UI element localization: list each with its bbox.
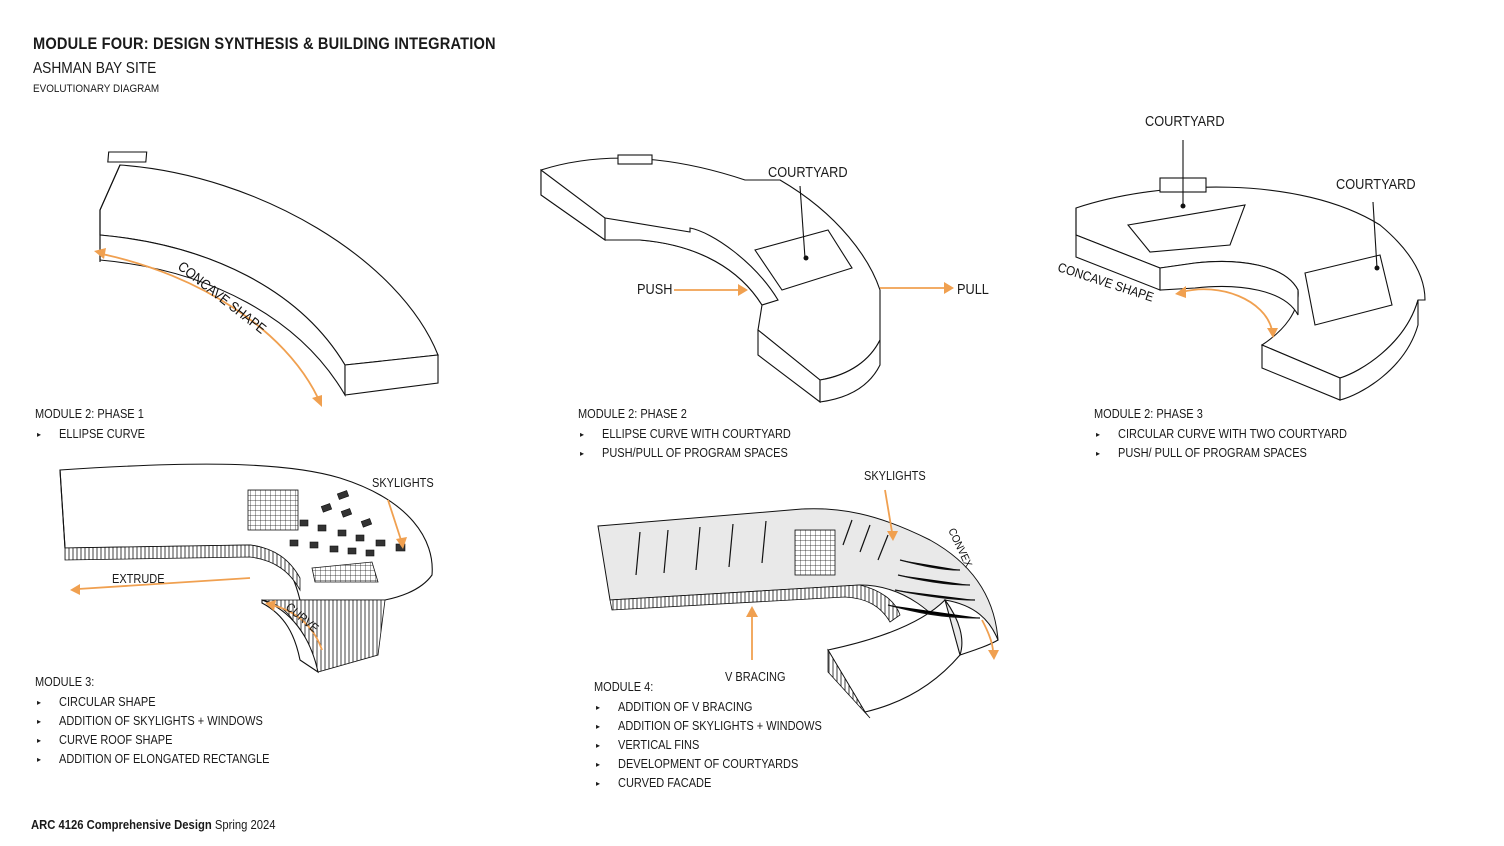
phase1-concave-arrow	[94, 248, 322, 407]
bullet-icon: ▸	[596, 741, 601, 750]
footer-term: Spring 2024	[214, 818, 276, 832]
phase1-heading: MODULE 2: PHASE 1	[35, 407, 144, 421]
module4-skylights-label: SKYLIGHTS	[864, 469, 926, 483]
bullet-icon: ▸	[37, 717, 42, 726]
phase1-massing	[99, 151, 439, 398]
bullet-icon: ▸	[596, 703, 601, 712]
module3-list: ▸CIRCULAR SHAPE ▸ADDITION OF SKYLIGHTS +…	[35, 693, 298, 769]
module4-massing	[597, 508, 999, 719]
bullet-icon: ▸	[37, 755, 42, 764]
module3-curve-arrow	[265, 600, 323, 651]
phase3-heading: MODULE 2: PHASE 3	[1094, 407, 1203, 421]
module3-extrude-arrow	[70, 577, 251, 595]
push-label: PUSH	[637, 281, 673, 298]
bullet-icon: ▸	[1096, 430, 1101, 439]
phase3-concave-arrow	[1175, 286, 1278, 338]
module3-skylights-leader	[387, 499, 407, 549]
list-item: ▸CURVE ROOF SHAPE	[35, 731, 298, 750]
phase3-list: ▸CIRCULAR CURVE WITH TWO COURTYARD ▸PUSH…	[1094, 425, 1378, 463]
phase2-massing	[540, 154, 881, 404]
phase2-list: ▸ELLIPSE CURVE WITH COURTYARD ▸PUSH/PULL…	[578, 425, 817, 463]
phase2-push-arrow	[674, 284, 748, 296]
bullet-icon: ▸	[580, 430, 585, 439]
bullet-icon: ▸	[37, 698, 42, 707]
bullet-icon: ▸	[37, 430, 42, 439]
phase3-courtyard-label-a: COURTYARD	[1145, 113, 1225, 130]
module3-skylights-label: SKYLIGHTS	[372, 476, 434, 490]
bullet-icon: ▸	[596, 722, 601, 731]
phase2-courtyard-leader	[799, 185, 809, 261]
list-item: ▸DEVELOPMENT OF COURTYARDS	[594, 755, 850, 774]
phase2-heading: MODULE 2: PHASE 2	[578, 407, 687, 421]
bullet-icon: ▸	[1096, 449, 1101, 458]
module4-heading: MODULE 4:	[594, 680, 654, 694]
bullet-icon: ▸	[596, 760, 601, 769]
list-item: ▸ADDITION OF ELONGATED RECTANGLE	[35, 750, 298, 769]
pull-label: PULL	[957, 281, 989, 298]
phase2-pull-arrow	[880, 282, 954, 294]
list-item: ▸PUSH/ PULL OF PROGRAM SPACES	[1094, 444, 1378, 463]
page-title: MODULE FOUR: DESIGN SYNTHESIS & BUILDING…	[33, 34, 496, 53]
phase2-courtyard-label: COURTYARD	[768, 164, 848, 181]
footer: ARC 4126 Comprehensive Design Spring 202…	[31, 818, 276, 832]
module4-vbracing-arrow	[746, 606, 758, 660]
module4-convex-arrow	[981, 619, 999, 660]
module3-heading: MODULE 3:	[35, 675, 95, 689]
list-item: ▸PUSH/PULL OF PROGRAM SPACES	[578, 444, 817, 463]
list-item: ▸ADDITION OF V BRACING	[594, 698, 850, 717]
phase3-courtyard-leaders	[1180, 140, 1380, 271]
bullet-icon: ▸	[596, 779, 601, 788]
list-item: ▸ADDITION OF SKYLIGHTS + WINDOWS	[594, 717, 850, 736]
module4-skylights-leader	[884, 489, 898, 541]
module4-list: ▸ADDITION OF V BRACING ▸ADDITION OF SKYL…	[594, 698, 850, 793]
list-item: ▸ELLIPSE CURVE WITH COURTYARD	[578, 425, 817, 444]
diagram-caption: EVOLUTIONARY DIAGRAM	[33, 83, 160, 95]
list-item: ▸VERTICAL FINS	[594, 736, 850, 755]
list-item: ▸ELLIPSE CURVE	[35, 425, 157, 444]
phase1-list: ▸ELLIPSE CURVE	[35, 425, 157, 444]
bullet-icon: ▸	[580, 449, 585, 458]
footer-course: ARC 4126 Comprehensive Design	[31, 818, 212, 832]
list-item: ▸CIRCULAR CURVE WITH TWO COURTYARD	[1094, 425, 1378, 444]
phase3-massing	[1075, 177, 1426, 401]
list-item: ▸CIRCULAR SHAPE	[35, 693, 298, 712]
module3-massing	[59, 463, 433, 674]
extrude-label: EXTRUDE	[112, 572, 165, 586]
list-item: ▸CURVED FACADE	[594, 774, 850, 793]
bullet-icon: ▸	[37, 736, 42, 745]
phase3-courtyard-label-b: COURTYARD	[1336, 176, 1416, 193]
v-bracing-label: V BRACING	[725, 670, 786, 684]
page-subtitle: ASHMAN BAY SITE	[33, 60, 157, 77]
list-item: ▸ADDITION OF SKYLIGHTS + WINDOWS	[35, 712, 298, 731]
